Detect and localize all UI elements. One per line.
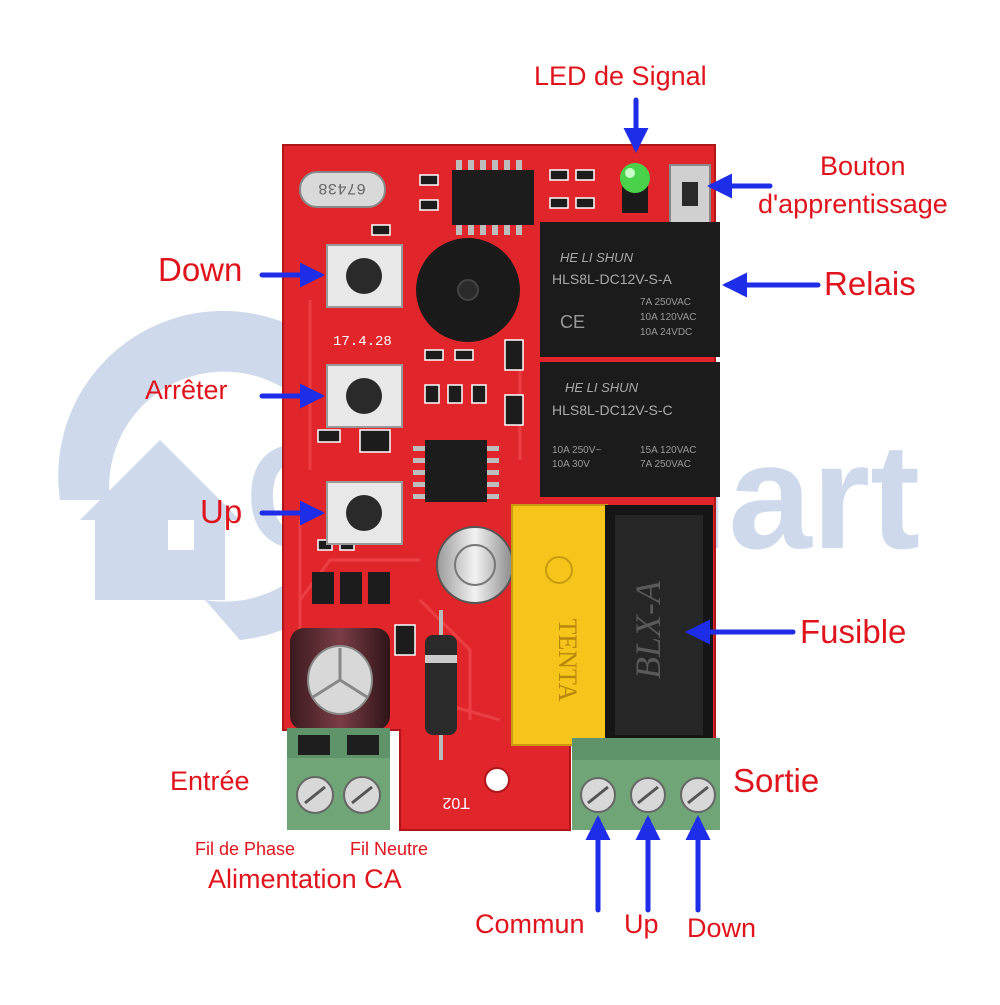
svg-text:10A 120VAC: 10A 120VAC — [640, 312, 697, 323]
crystal-oscillator: 67438 — [299, 171, 386, 208]
svg-text:HLS8L-DC12V-S-C: HLS8L-DC12V-S-C — [552, 402, 673, 418]
svg-text:15A 120VAC: 15A 120VAC — [640, 445, 697, 456]
pcb-button-down — [326, 244, 403, 308]
svg-text:7A 250VAC: 7A 250VAC — [640, 297, 691, 308]
smd-components — [317, 169, 595, 656]
label-learn-button-line2: d'apprentissage — [758, 189, 948, 219]
signal-led — [620, 163, 650, 213]
label-fil-neutre: Fil Neutre — [350, 839, 429, 859]
output-terminal-block — [572, 738, 720, 830]
diode — [425, 610, 457, 760]
callout-arrows — [259, 97, 821, 913]
svg-text:HE LI SHUN: HE LI SHUN — [560, 250, 634, 265]
svg-text:7A 250VAC: 7A 250VAC — [640, 459, 691, 470]
label-relais: Relais — [824, 265, 916, 302]
label-sortie: Sortie — [733, 762, 820, 799]
label-learn-button-line1: Bouton — [820, 151, 906, 181]
label-alimentation-ca: Alimentation CA — [208, 864, 402, 894]
label-commun: Commun — [475, 909, 585, 939]
label-down: Down — [158, 251, 243, 288]
pcb-button-stop — [326, 364, 403, 428]
label-fusible: Fusible — [800, 613, 907, 650]
relay-bottom: HE LI SHUN HLS8L-DC12V-S-C 10A 250V~ 10A… — [540, 362, 720, 497]
pcb-board: 67438 — [282, 144, 720, 831]
label-led-signal: LED de Signal — [534, 61, 707, 91]
board-date-code: 17.4.28 — [333, 334, 392, 350]
svg-text:CE: CE — [560, 312, 585, 332]
svg-text:10A 250V~: 10A 250V~ — [552, 445, 601, 456]
transistor-row — [312, 572, 390, 604]
house-roof-icon — [80, 440, 240, 600]
capacitor-brand-text: TENTA — [553, 618, 582, 701]
small-capacitor — [436, 526, 514, 604]
mounting-hole — [484, 767, 510, 793]
middle-ic-chip — [413, 440, 499, 502]
input-terminal-block — [287, 728, 390, 830]
crystal-marking: 67438 — [318, 179, 366, 197]
label-up: Up — [200, 493, 243, 530]
svg-text:10A 30V: 10A 30V — [552, 459, 590, 470]
label-out-up: Up — [624, 909, 659, 939]
label-fil-phase: Fil de Phase — [195, 839, 296, 859]
large-capacitor — [290, 628, 390, 730]
svg-text:10A 24VDC: 10A 24VDC — [640, 327, 692, 338]
x2-capacitor: TENTA — [511, 504, 608, 746]
svg-text:HLS8L-DC12V-S-A: HLS8L-DC12V-S-A — [552, 271, 672, 287]
board-code-text: T02 — [442, 794, 470, 811]
pcb-button-up — [326, 481, 403, 545]
fuse-marking: BLX-A — [628, 580, 668, 679]
relay-top: HE LI SHUN HLS8L-DC12V-S-A 7A 250VAC 10A… — [540, 222, 720, 357]
label-out-down: Down — [687, 913, 757, 943]
learn-button — [669, 164, 711, 224]
label-arreter: Arrêter — [145, 375, 228, 405]
label-entree: Entrée — [170, 766, 250, 796]
svg-text:HE LI SHUN: HE LI SHUN — [565, 380, 639, 395]
top-ic-chip — [452, 160, 534, 235]
